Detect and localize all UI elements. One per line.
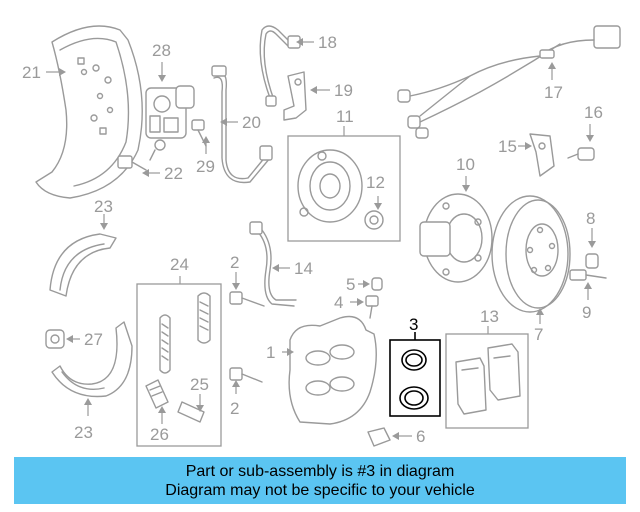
callout-2-lower: 2 — [230, 399, 239, 418]
bolt-29 — [191, 119, 207, 147]
callout-16: 16 — [584, 103, 603, 122]
callout-24: 24 — [170, 255, 189, 274]
rotor-screw — [585, 253, 599, 269]
callout-11: 11 — [336, 107, 354, 126]
callout-5: 5 — [346, 275, 355, 294]
callout-21: 21 — [22, 63, 41, 82]
callout-26: 26 — [150, 425, 169, 444]
caliper-clip — [367, 427, 391, 447]
hold-down-spring — [145, 379, 169, 409]
callout-28: 28 — [152, 41, 171, 60]
callout-13: 13 — [480, 307, 499, 326]
callout-23-upper: 23 — [94, 197, 113, 216]
callout-25: 25 — [190, 375, 209, 394]
sensor-screw — [567, 147, 595, 161]
callout-22: 22 — [164, 164, 183, 183]
wheel-bearing — [297, 149, 363, 223]
brake-shoe-upper — [49, 233, 117, 297]
dust-shield — [35, 25, 143, 199]
callout-10: 10 — [456, 155, 475, 174]
callout-12: 12 — [366, 173, 385, 192]
callout-23-lower: 23 — [74, 423, 93, 442]
axle-nut — [364, 210, 384, 230]
callout-18: 18 — [318, 33, 337, 52]
callout-15: 15 — [498, 137, 517, 156]
brake-shoe-lower — [51, 321, 133, 398]
parts-diagram: 21 28 29 22 20 18 — [22, 25, 621, 447]
callout-29: 29 — [196, 157, 215, 176]
wheel-stud — [569, 269, 607, 281]
callout-8: 8 — [586, 209, 595, 228]
box-24 — [136, 283, 222, 447]
bleeder-cap — [371, 277, 383, 291]
callout-6: 6 — [416, 427, 425, 446]
bleeder-screw — [365, 295, 379, 319]
brake-pads — [455, 343, 521, 415]
banner-line-2: Diagram may not be specific to your vehi… — [165, 481, 475, 499]
pad-wear-sensor — [249, 221, 297, 307]
shoe-adjuster — [45, 329, 65, 349]
callout-14: 14 — [294, 259, 313, 278]
brake-rotor — [491, 195, 571, 313]
return-springs — [159, 292, 211, 374]
wheel-hub — [419, 193, 493, 283]
info-banner: Part or sub-assembly is #3 in diagram Di… — [14, 457, 626, 504]
wear-sensor-harness — [397, 25, 621, 139]
callout-2-upper: 2 — [230, 253, 239, 272]
bolt-22 — [117, 155, 147, 171]
callout-4: 4 — [334, 293, 343, 312]
caliper-bolt-upper — [229, 291, 265, 307]
callout-7: 7 — [534, 325, 543, 344]
parking-brake-actuator — [145, 85, 195, 161]
hose-bracket — [283, 71, 307, 121]
piston-seal-kit — [399, 349, 429, 410]
callout-27: 27 — [84, 330, 103, 349]
caliper-bolt-lower — [229, 367, 263, 383]
hold-down-pin — [177, 401, 205, 423]
callout-17: 17 — [544, 83, 563, 102]
callout-3: 3 — [409, 315, 418, 334]
banner-line-1: Part or sub-assembly is #3 in diagram — [185, 462, 455, 480]
callout-9: 9 — [582, 303, 591, 322]
callout-20: 20 — [242, 113, 261, 132]
box-13 — [445, 333, 529, 429]
callout-19: 19 — [334, 81, 353, 100]
brake-hose — [211, 65, 273, 184]
brake-caliper — [288, 315, 377, 425]
callout-1: 1 — [266, 343, 275, 362]
wheel-speed-sensor — [529, 133, 555, 177]
